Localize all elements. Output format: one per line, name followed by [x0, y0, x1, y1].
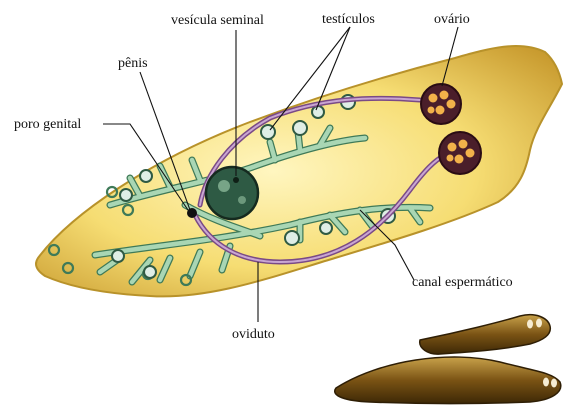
inset-eyespot [536, 319, 542, 328]
seminal-vesicle [206, 167, 258, 219]
inset-flatworm-lower [335, 357, 561, 403]
ovary-upper [421, 84, 461, 124]
label-ovario: ovário [434, 12, 470, 27]
label-testiculos: testículos [322, 12, 375, 27]
label-vesicula-seminal: vesícula seminal [171, 13, 264, 28]
label-canal-espermatico: canal espermático [412, 275, 513, 290]
testis [293, 121, 307, 135]
label-poro-genital: poro genital [14, 117, 81, 132]
testis [312, 106, 324, 118]
ovary-lower [439, 132, 481, 174]
testis [120, 189, 132, 201]
genital-pore [187, 208, 197, 218]
testis [140, 170, 152, 182]
testis [144, 266, 156, 278]
label-oviduto: oviduto [232, 327, 275, 342]
testis [320, 222, 332, 234]
inset-eyespot [551, 379, 557, 388]
inset-eyespot [527, 320, 533, 329]
testis [112, 250, 124, 262]
inset-flatworms [335, 315, 561, 404]
testis [285, 231, 299, 245]
label-penis: pênis [118, 56, 148, 71]
inset-eyespot [543, 378, 549, 387]
